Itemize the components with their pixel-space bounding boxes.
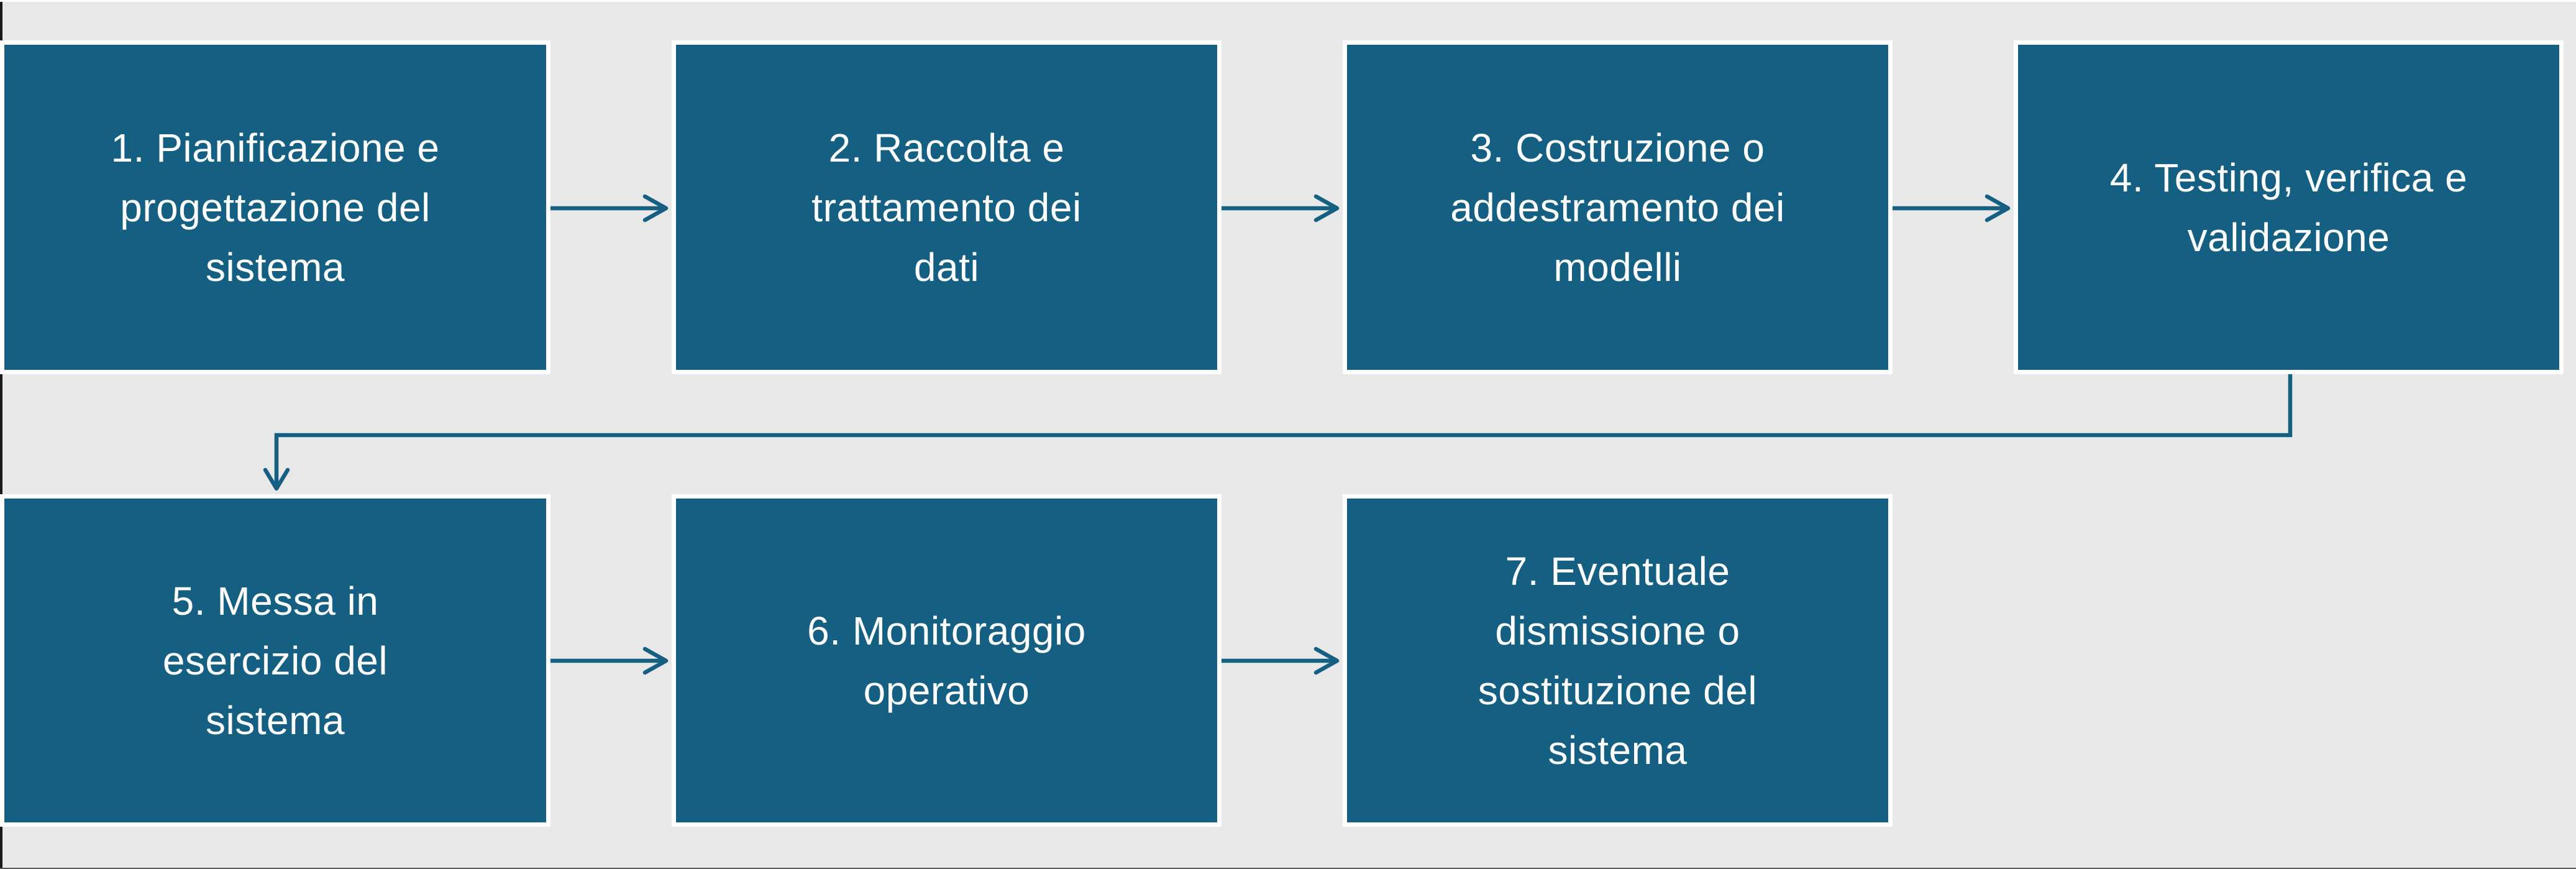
top-edge-strip <box>0 0 2576 2</box>
step-label-1: 1. Pianificazione e progettazione del si… <box>111 125 440 290</box>
step-label-4: 4. Testing, verifica e validazione <box>2109 155 2468 260</box>
bottom-edge-line <box>0 868 2576 869</box>
arrow-6-to-7 <box>1222 646 1340 675</box>
elbow-arrow-4-to-5 <box>263 374 2293 491</box>
arrow-2-to-3 <box>1222 194 1340 223</box>
arrow-1-to-2 <box>550 194 669 223</box>
step-label-3: 3. Costruzione o addestramento dei model… <box>1450 125 1785 290</box>
step-label-2: 2. Raccolta e trattamento dei dati <box>811 125 1082 290</box>
step-box-3: 3. Costruzione o addestramento dei model… <box>1343 40 1893 374</box>
step-label-7: 7. Eventuale dismissione o sostituzione … <box>1478 548 1758 773</box>
step-box-4: 4. Testing, verifica e validazione <box>2014 40 2564 374</box>
left-edge-bar <box>0 2 2 869</box>
arrow-3-to-4 <box>1893 194 2011 223</box>
step-box-5: 5. Messa in esercizio del sistema <box>0 494 550 827</box>
arrow-5-to-6 <box>550 646 669 675</box>
step-label-5: 5. Messa in esercizio del sistema <box>162 578 388 743</box>
step-box-7: 7. Eventuale dismissione o sostituzione … <box>1343 494 1893 827</box>
step-box-6: 6. Monitoraggio operativo <box>672 494 1222 827</box>
step-box-2: 2. Raccolta e trattamento dei dati <box>672 40 1222 374</box>
step-label-6: 6. Monitoraggio operativo <box>807 608 1086 713</box>
step-box-1: 1. Pianificazione e progettazione del si… <box>0 40 550 374</box>
